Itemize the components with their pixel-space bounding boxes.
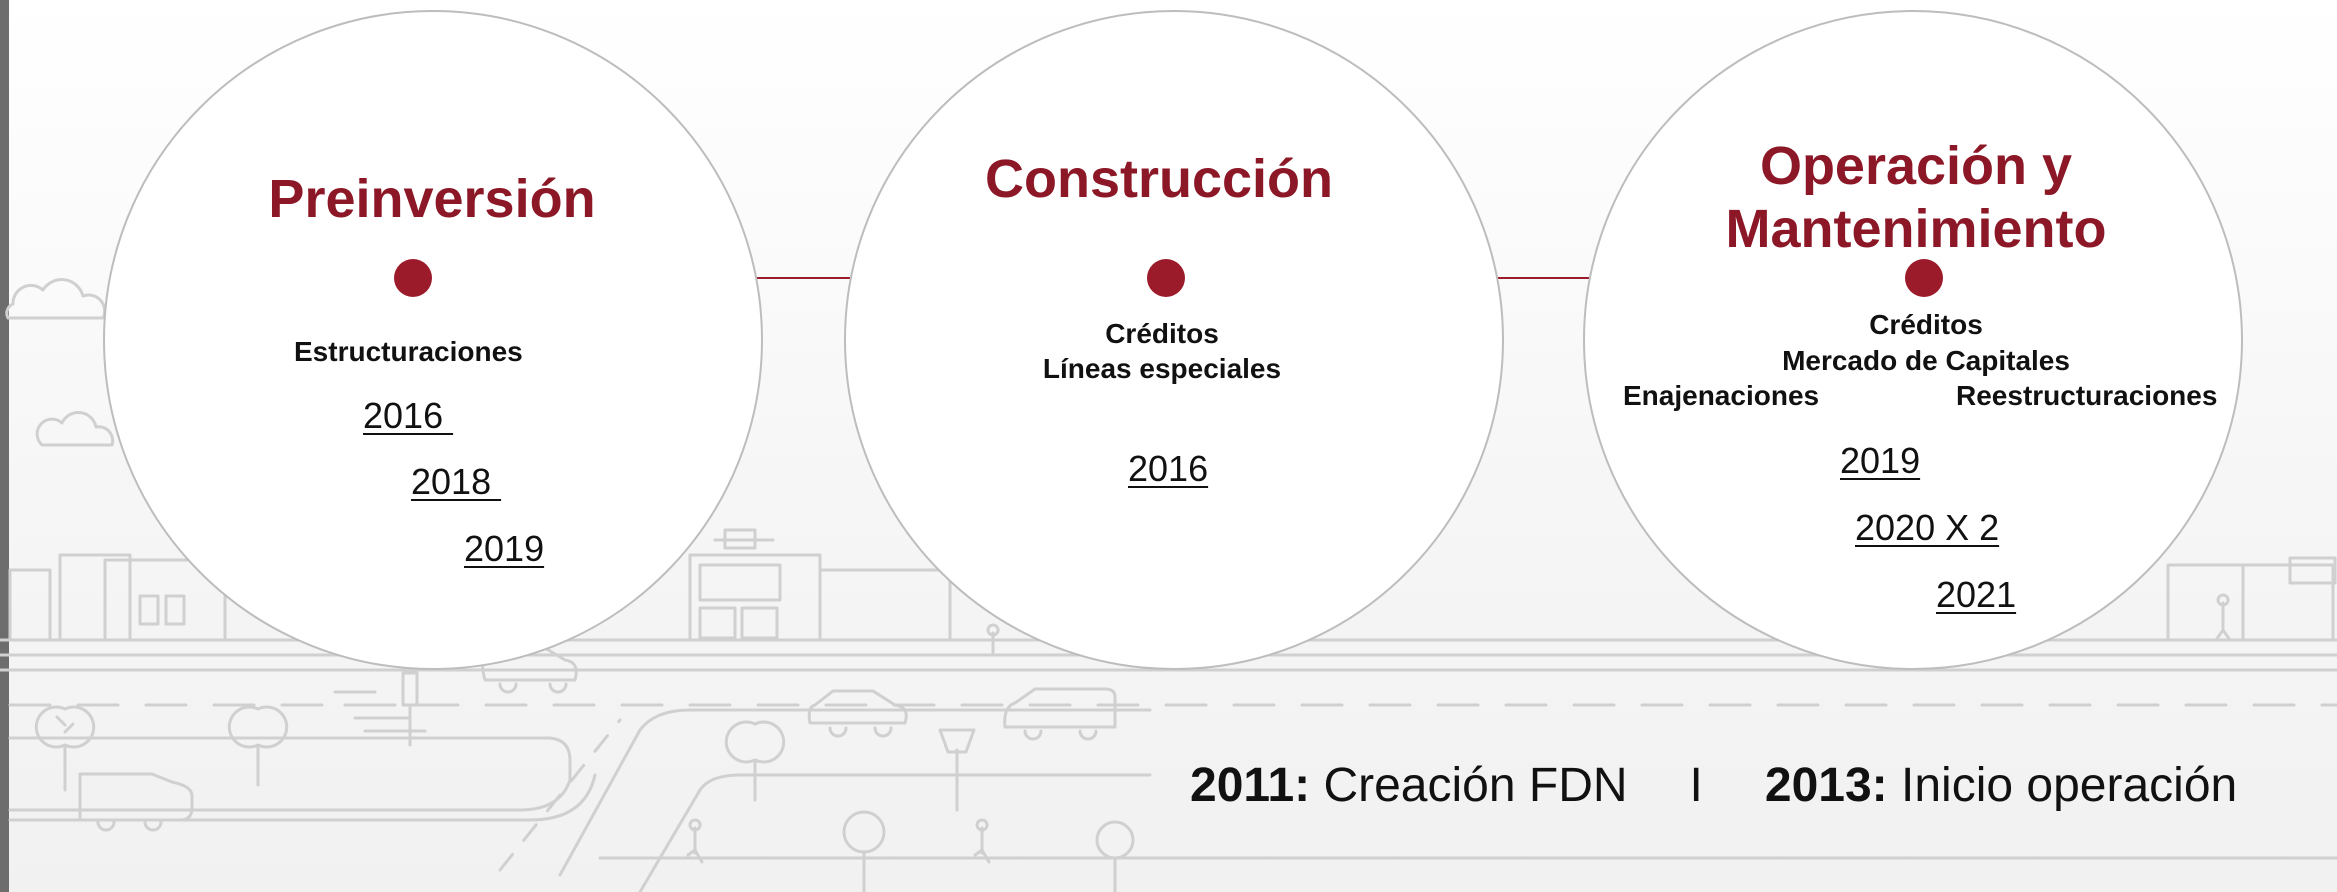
- building: [103, 558, 227, 642]
- pedestrian-icon: [686, 818, 704, 864]
- footer-text-creacion: Creación FDN: [1310, 759, 1628, 812]
- footer-year-2013: 2013:: [1764, 759, 1888, 812]
- car-icon: [807, 689, 908, 738]
- footer-year-2011: 2011:: [1190, 759, 1311, 812]
- pedestrian-icon: [973, 818, 991, 864]
- stage-label-reestructuraciones: Reestructuraciones: [1956, 380, 2218, 411]
- building: [8, 568, 52, 642]
- building: [688, 553, 822, 642]
- van-icon: [1003, 687, 1117, 741]
- building: [2241, 563, 2335, 642]
- stage-title-construccion: Construcción: [984, 149, 1334, 209]
- van-icon: [78, 772, 194, 832]
- building-roof: [713, 528, 775, 550]
- tree-icon: [1095, 820, 1135, 892]
- stage-label-enajenaciones: Enajenaciones: [1623, 380, 1820, 411]
- tree-icon: [842, 810, 886, 892]
- stage-label-estructuraciones: Estructuraciones: [294, 336, 523, 367]
- building: [2166, 563, 2245, 642]
- road-diagonal: [638, 773, 1152, 892]
- building-window: [698, 606, 737, 640]
- building-window: [164, 594, 186, 626]
- year-link-preinversion-2018[interactable]: 2018: [411, 461, 502, 502]
- building-window: [740, 606, 779, 640]
- footer-milestones: 2011: Creación FDN I 2013: Inicio operació…: [1190, 758, 2237, 813]
- stage-circle-construccion: [844, 10, 1504, 670]
- building: [58, 553, 132, 642]
- tree-icon: [34, 705, 96, 792]
- cloud-icon: [5, 278, 107, 320]
- footer-text-inicio: Inicio operación: [1887, 759, 2238, 812]
- year-link-operacion-2020[interactable]: 2020 X 2: [1855, 507, 2000, 548]
- stage-title-line-2: Mantenimiento: [1725, 199, 2107, 259]
- road-curve: [8, 736, 572, 812]
- stage-title-line-1: Operación y: [1759, 136, 2073, 196]
- stage-label-creditos: Créditos: [1105, 318, 1219, 349]
- timeline-dot-construccion: [1147, 259, 1185, 297]
- stage-label-mercado-capitales: Mercado de Capitales: [1782, 345, 2070, 376]
- signpost-icon: [938, 728, 976, 812]
- timeline-dot-operacion: [1905, 259, 1943, 297]
- year-link-preinversion-2019[interactable]: 2019: [464, 528, 545, 569]
- road-diagonal: [558, 708, 1152, 877]
- building-window: [2288, 556, 2337, 585]
- left-edge-bar: [0, 0, 9, 892]
- year-link-construccion-2016[interactable]: 2016: [1128, 448, 1209, 489]
- road-curve: [8, 773, 597, 822]
- crosswalk: [333, 690, 427, 733]
- building-window: [698, 563, 782, 602]
- building-window: [138, 594, 160, 626]
- year-link-operacion-2019[interactable]: 2019: [1840, 440, 1921, 481]
- footer-separator: I: [1689, 759, 1703, 812]
- stage-title-preinversion: Preinversión: [268, 169, 596, 229]
- tree-icon: [227, 705, 289, 787]
- pedestrian-icon: [2214, 593, 2232, 642]
- stage-circle-preinversion: [103, 10, 763, 670]
- road-diagonal-dashed: [498, 718, 622, 872]
- building: [818, 568, 952, 642]
- year-link-operacion-2021[interactable]: 2021: [1936, 574, 2017, 615]
- year-link-preinversion-2016[interactable]: 2016: [363, 395, 454, 436]
- stage-title-operacion-mantenimiento: Operación y Mantenimiento: [1725, 135, 2106, 261]
- timeline-dot-preinversion: [394, 259, 432, 297]
- cloud-icon: [35, 411, 115, 447]
- traffic-light-icon: [401, 671, 419, 747]
- pedestrian-icon: [986, 623, 1000, 655]
- stage-circle-operacion: [1583, 10, 2243, 670]
- stage-label-creditos: Créditos: [1869, 309, 1983, 340]
- stage-label-lineas-especiales: Líneas especiales: [1042, 353, 1282, 384]
- tree-icon: [724, 720, 786, 802]
